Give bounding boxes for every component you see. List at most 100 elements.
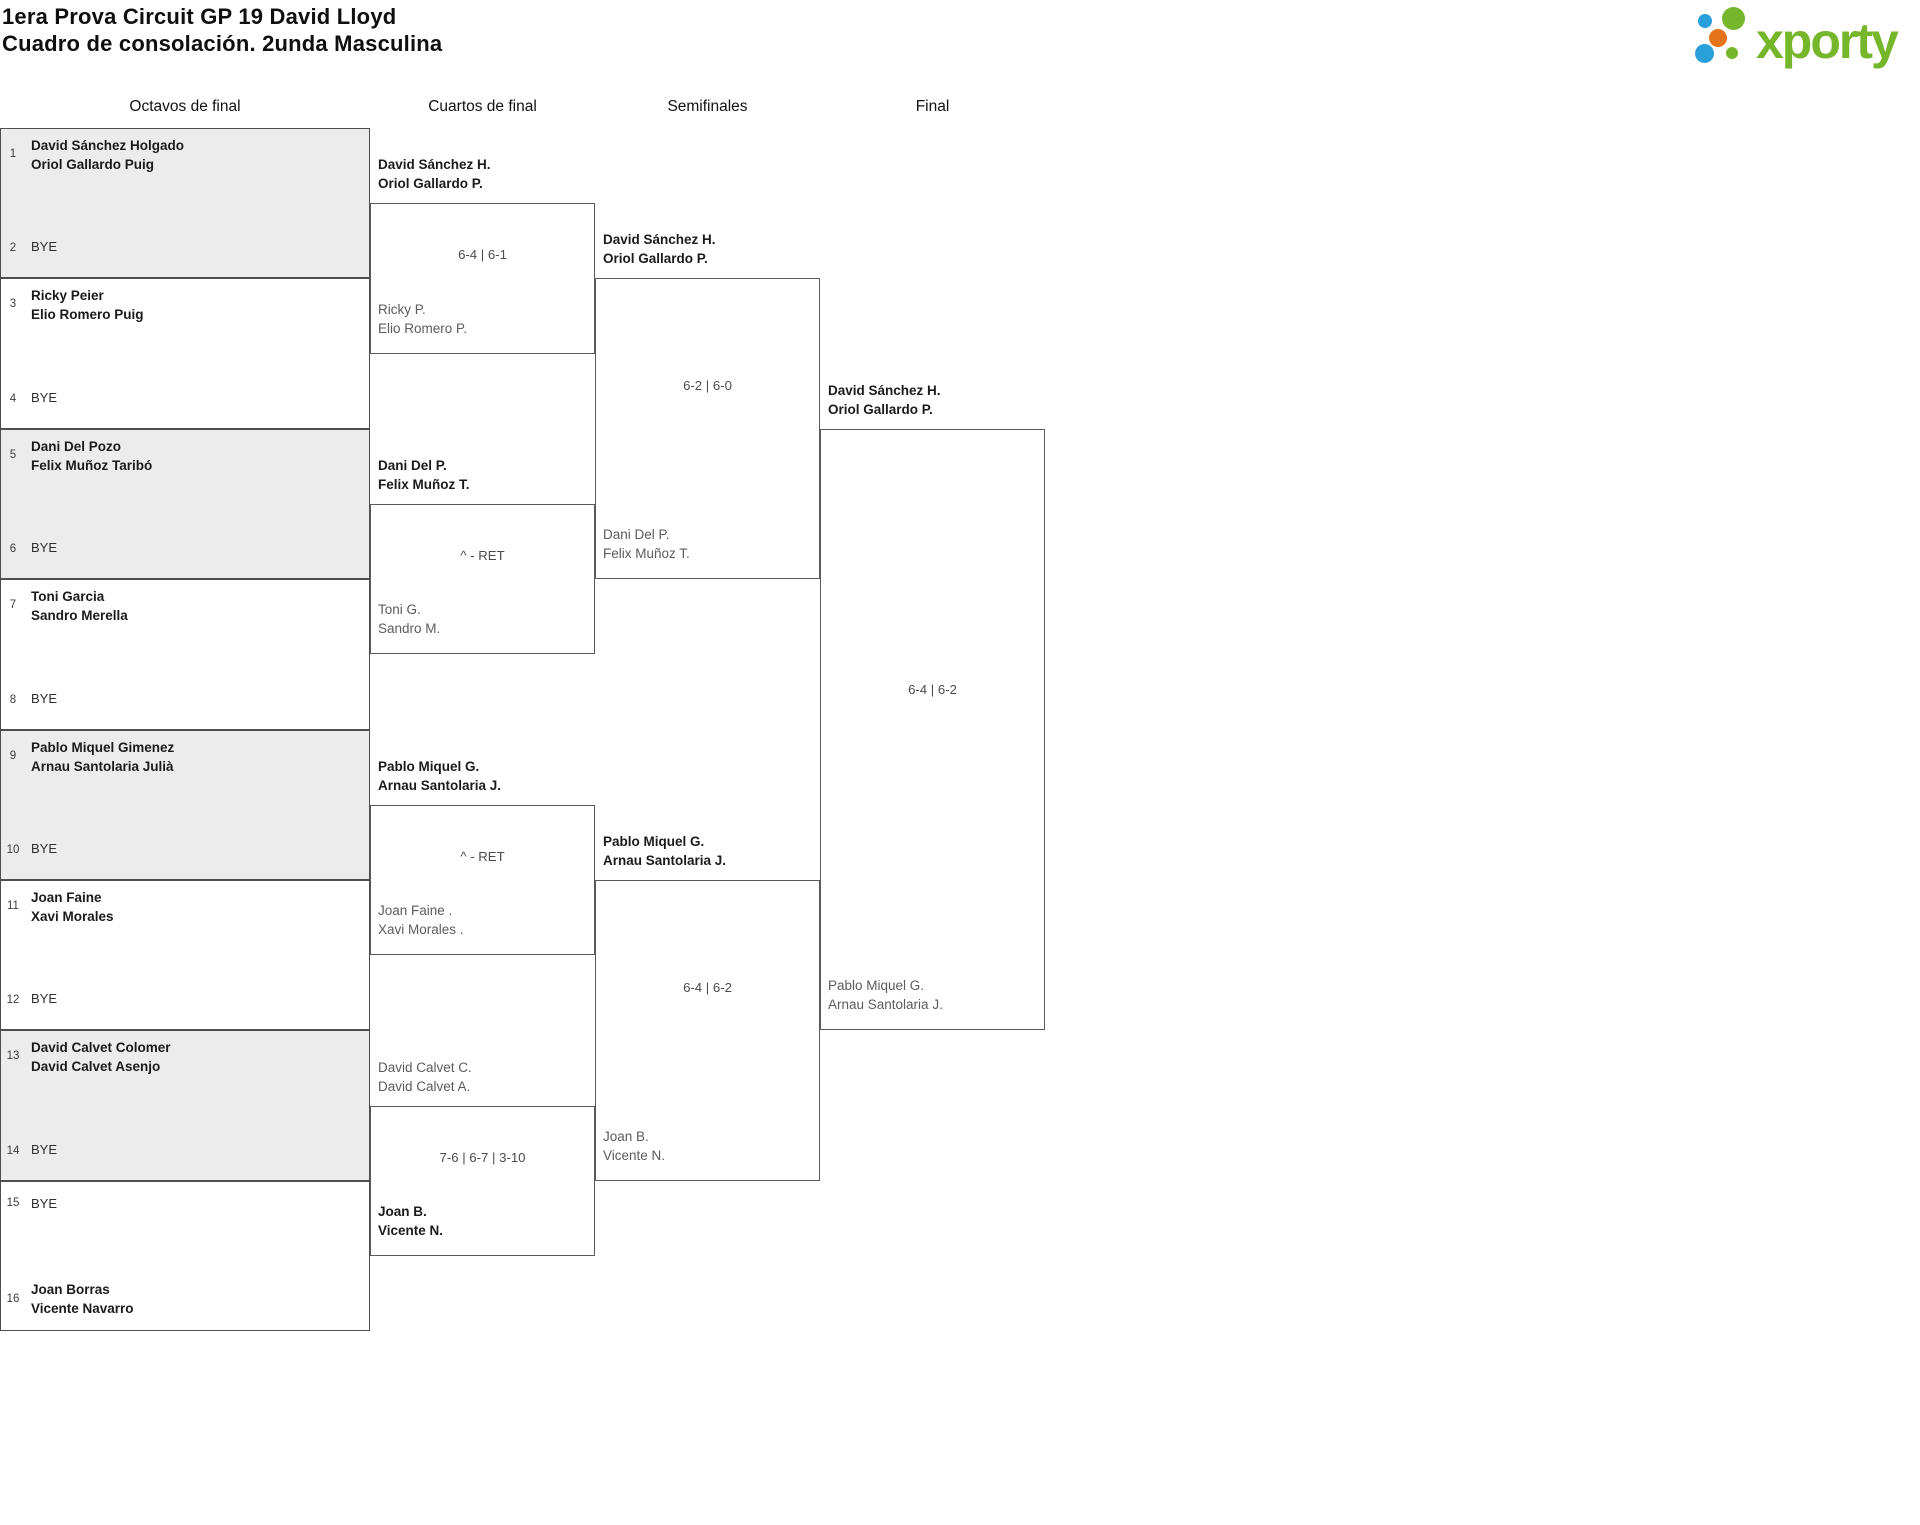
sf2-bottom-team: Joan B. Vicente N.	[603, 1127, 665, 1165]
player-name: Joan Faine	[31, 890, 102, 905]
team-line: Dani Del P.	[603, 527, 670, 542]
bye-label: BYE	[31, 691, 58, 706]
column-header-semifinales: Semifinales	[667, 98, 748, 115]
match-score: ^ - RET	[460, 849, 505, 864]
player-name: David Calvet Asenjo	[31, 1059, 161, 1074]
qf1-bottom-team: Ricky P. Elio Romero P.	[378, 300, 467, 338]
player-name: Ricky Peier	[31, 288, 104, 303]
player-name: Sandro Merella	[31, 608, 128, 623]
team-line: Pablo Miquel G.	[828, 978, 925, 993]
team-line: Arnau Santolaria J.	[378, 778, 502, 793]
r16-box-1-2: 1 David Sánchez Holgado Oriol Gallardo P…	[0, 128, 370, 278]
bye-label: BYE	[31, 1142, 58, 1157]
match-qf-2: Dani Del P. Felix Muñoz T. ^ - RET Toni …	[370, 456, 595, 654]
player-name: Vicente Navarro	[31, 1301, 134, 1316]
match-score: ^ - RET	[460, 548, 505, 563]
match-rect	[370, 504, 595, 654]
bye-label: BYE	[31, 841, 58, 856]
draw-name: Cuadro de consolación. 2unda Masculina	[2, 30, 443, 56]
match-final: David Sánchez H. Oriol Gallardo P. 6-4 |…	[820, 381, 1045, 1030]
player-name: Elio Romero Puig	[31, 307, 144, 322]
logo-wordmark: xporty	[1756, 13, 1899, 69]
slot-number: 8	[9, 694, 17, 706]
team-names: Toni Garcia Sandro Merella	[31, 587, 128, 625]
team-line: David Sánchez H.	[603, 232, 716, 247]
qf4-bottom-team: Joan B. Vicente N.	[378, 1202, 443, 1240]
team-line: Joan B.	[378, 1204, 427, 1219]
team-line: David Calvet C.	[378, 1060, 472, 1075]
team-line: Joan B.	[603, 1129, 649, 1144]
match-sf-1: David Sánchez H. Oriol Gallardo P. 6-2 |…	[595, 230, 820, 579]
bye-label: BYE	[31, 1196, 58, 1211]
team-line: Pablo Miquel G.	[603, 834, 705, 849]
qf2-bottom-team: Toni G. Sandro M.	[378, 600, 440, 638]
team-names: Dani Del Pozo Felix Muñoz Taribó	[31, 437, 152, 475]
qf4-top-team: David Calvet C. David Calvet A.	[378, 1058, 472, 1096]
qf3-top-team: Pablo Miquel G. Arnau Santolaria J.	[378, 757, 501, 795]
team-line: Oriol Gallardo P.	[378, 176, 483, 191]
player-name: David Calvet Colomer	[31, 1040, 171, 1055]
logo-dot-green-small	[1726, 47, 1738, 59]
team-line: Arnau Santolaria J.	[828, 997, 943, 1012]
match-rect	[595, 880, 820, 1181]
slot-number: 12	[6, 994, 20, 1006]
player-name: Xavi Morales	[31, 909, 114, 924]
column-header-final: Final	[915, 98, 950, 115]
team-line: Vicente N.	[603, 1148, 666, 1163]
final-bottom-team: Pablo Miquel G. Arnau Santolaria J.	[828, 976, 943, 1014]
team-line: Pablo Miquel G.	[378, 759, 480, 774]
team-line: David Sánchez H.	[828, 383, 941, 398]
slot-number: 16	[6, 1293, 20, 1305]
team-line: Felix Muñoz T.	[378, 477, 470, 492]
qf1-top-team: David Sánchez H. Oriol Gallardo P.	[378, 155, 491, 193]
sf2-top-team: Pablo Miquel G. Arnau Santolaria J.	[603, 832, 726, 870]
player-name: Oriol Gallardo Puig	[31, 157, 155, 172]
team-line: Joan Faine .	[378, 903, 453, 918]
player-name: Arnau Santolaria Julià	[31, 759, 174, 774]
match-score: 6-4 | 6-1	[458, 247, 507, 262]
team-names: Joan Faine Xavi Morales	[31, 888, 114, 926]
match-score: 6-2 | 6-0	[683, 378, 732, 393]
team-line: Felix Muñoz T.	[603, 546, 690, 561]
team-names: David Calvet Colomer David Calvet Asenjo	[31, 1038, 171, 1076]
team-line: Sandro M.	[378, 621, 441, 636]
column-header-cuartos: Cuartos de final	[428, 98, 537, 115]
bye-label: BYE	[31, 239, 58, 254]
player-name: Joan Borras	[31, 1282, 110, 1297]
bye-label: BYE	[31, 540, 58, 555]
match-sf-2: Pablo Miquel G. Arnau Santolaria J. 6-4 …	[595, 832, 820, 1181]
slot-number: 2	[9, 242, 17, 254]
team-names: Pablo Miquel Gimenez Arnau Santolaria Ju…	[31, 738, 174, 776]
team-line: Elio Romero P.	[378, 321, 468, 336]
match-rect	[370, 203, 595, 354]
logo-dot-orange	[1709, 29, 1727, 47]
match-score: 7-6 | 6-7 | 3-10	[439, 1150, 526, 1165]
match-rect	[595, 278, 820, 579]
team-line: David Sánchez H.	[378, 157, 491, 172]
slot-number: 10	[6, 844, 20, 856]
r16-box-11-12: 11 Joan Faine Xavi Morales 12 BYE	[0, 880, 370, 1030]
final-top-team: David Sánchez H. Oriol Gallardo P.	[828, 381, 941, 419]
team-line: Toni G.	[378, 602, 421, 617]
team-line: Xavi Morales .	[378, 922, 464, 937]
slot-number: 7	[9, 599, 17, 611]
team-line: Oriol Gallardo P.	[828, 402, 933, 417]
r16-box-7-8: 7 Toni Garcia Sandro Merella 8 BYE	[0, 579, 370, 730]
sf1-top-team: David Sánchez H. Oriol Gallardo P.	[603, 230, 716, 268]
slot-number: 4	[9, 393, 17, 405]
player-name: Dani Del Pozo	[31, 439, 122, 454]
match-qf-3: Pablo Miquel G. Arnau Santolaria J. ^ - …	[370, 757, 595, 955]
team-line: Oriol Gallardo P.	[603, 251, 708, 266]
logo-dot-blue-large	[1695, 44, 1714, 63]
bye-label: BYE	[31, 390, 58, 405]
slot-number: 5	[9, 449, 17, 461]
logo-dot-blue-small	[1698, 14, 1712, 28]
slot-number: 9	[9, 750, 17, 762]
team-line: David Calvet A.	[378, 1079, 471, 1094]
player-name: Pablo Miquel Gimenez	[31, 740, 175, 755]
logo-dot-green-large	[1722, 7, 1745, 30]
r16-box-5-6: 5 Dani Del Pozo Felix Muñoz Taribó 6 BYE	[0, 429, 370, 579]
match-rect	[370, 1106, 595, 1256]
slot-number: 1	[9, 148, 17, 160]
